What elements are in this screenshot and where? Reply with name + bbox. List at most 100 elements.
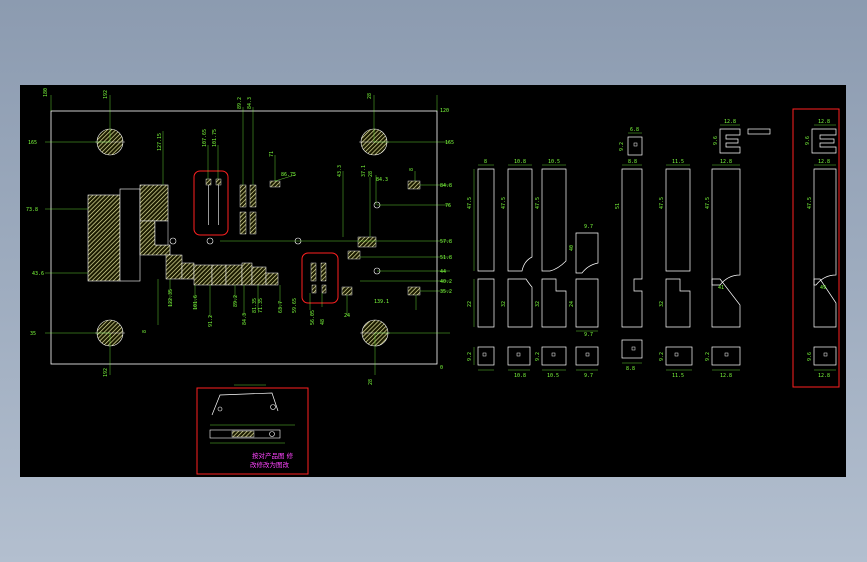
dim-top: 28 bbox=[367, 93, 373, 99]
dim-vertical: 127.15 bbox=[157, 133, 163, 151]
dim-vertical: 84.3 bbox=[247, 97, 253, 109]
dim-right: 57.8 bbox=[440, 239, 452, 245]
pierce-punch-pair-1 bbox=[193, 170, 229, 236]
dim-vertical: 28 bbox=[368, 171, 374, 177]
part-height: 22 bbox=[467, 301, 473, 307]
part-small-width: 9.7 bbox=[584, 332, 593, 338]
cad-drawing-viewport[interactable]: 180 192 28 120 165 73.8 43.6 35 165 84.8… bbox=[20, 85, 846, 477]
part-height: 47.5 bbox=[467, 197, 473, 209]
part-height: 24 bbox=[569, 301, 575, 307]
forming-block-left bbox=[87, 184, 171, 282]
dim-vertical: 89.2 bbox=[233, 295, 239, 307]
dim-vertical: 122.35 bbox=[168, 289, 174, 307]
part-small-width: 12.8 bbox=[720, 373, 732, 379]
part-width: 8.8 bbox=[628, 159, 637, 165]
part-small-height: 9.2 bbox=[535, 352, 541, 361]
part-top-label: 9.6 bbox=[713, 136, 719, 145]
part-small-height: 9.2 bbox=[467, 352, 473, 361]
dim-vertical: 56.05 bbox=[310, 310, 316, 325]
part-width: 11.5 bbox=[672, 159, 684, 165]
part-top-label: 9.2 bbox=[619, 142, 625, 151]
dim-top: 120 bbox=[440, 108, 449, 114]
part-small-width: 9.7 bbox=[584, 373, 593, 379]
dim-right: 165 bbox=[445, 140, 454, 146]
punch-row bbox=[165, 254, 279, 286]
dim-vertical: 8 bbox=[409, 168, 415, 171]
part-small-width: 10.8 bbox=[514, 373, 526, 379]
part-height: 47.5 bbox=[501, 197, 507, 209]
dim-vertical: 37.1 bbox=[361, 165, 367, 177]
part-small-width: 8.8 bbox=[626, 366, 635, 372]
dim-vertical: 63.7 bbox=[278, 301, 284, 313]
dim-vertical: 91.2 bbox=[208, 315, 214, 327]
dim-vertical: 89.2 bbox=[237, 97, 243, 109]
dim-right: 76 bbox=[445, 203, 451, 209]
part-width: 9.7 bbox=[584, 224, 593, 230]
part-top-label: 12.8 bbox=[724, 119, 736, 125]
part-small-height: 9.2 bbox=[659, 352, 665, 361]
part-height: 47.5 bbox=[659, 197, 665, 209]
dim-vertical: 101.6 bbox=[193, 295, 199, 310]
dim-right: 44 bbox=[440, 269, 446, 275]
dim-vertical: 81.35 bbox=[252, 298, 258, 313]
part-angle: 49 bbox=[820, 285, 826, 291]
part-angle: 41 bbox=[718, 285, 724, 291]
dim-right: 40.2 bbox=[440, 279, 452, 285]
dim-left: 165 bbox=[28, 140, 37, 146]
dim-vertical: 71.35 bbox=[258, 298, 264, 313]
part-small-height: 9.6 bbox=[807, 352, 813, 361]
pierce-punch-pair-2 bbox=[301, 252, 339, 304]
note-line-1: 按对产品图 修 bbox=[252, 451, 294, 460]
note-line-2: 改修改为图改 bbox=[250, 460, 290, 469]
dim-vertical: 48 bbox=[320, 319, 326, 325]
part-height: 47.5 bbox=[535, 197, 541, 209]
part-width: 12.8 bbox=[818, 159, 830, 165]
dim-right: 35.2 bbox=[440, 289, 452, 295]
dim-top: 192 bbox=[103, 90, 109, 99]
dim-vertical: 139.1 bbox=[374, 299, 389, 305]
dim-vertical: 8 bbox=[142, 330, 148, 333]
dim-top: 180 bbox=[43, 88, 49, 97]
part-height: 47.5 bbox=[807, 197, 813, 209]
dim-vertical: 24 bbox=[344, 313, 350, 319]
dim-vertical: 71 bbox=[269, 151, 275, 157]
part-height: 40 bbox=[569, 245, 575, 251]
dim-bottom: 28 bbox=[368, 379, 374, 385]
product-note-box: 按对产品图 修 改修改为图改 bbox=[196, 384, 309, 475]
dim-right: 84.8 bbox=[440, 183, 452, 189]
part-height: 32 bbox=[659, 301, 665, 307]
part-small-width: 10.5 bbox=[547, 373, 559, 379]
part-height: 51 bbox=[615, 203, 621, 209]
part-small-width: 12.8 bbox=[818, 373, 830, 379]
dim-left: 43.6 bbox=[32, 271, 44, 277]
dim-vertical: 107.65 bbox=[202, 129, 208, 147]
dim-bottom: 192 bbox=[103, 368, 109, 377]
dim-vertical: 101.75 bbox=[212, 129, 218, 147]
part-width: 10.5 bbox=[548, 159, 560, 165]
part-height: 32 bbox=[535, 301, 541, 307]
part-height: 32 bbox=[501, 301, 507, 307]
punch-detail-parts bbox=[477, 128, 837, 366]
part-top-label: 6.8 bbox=[630, 127, 639, 133]
die-plate: 180 192 28 120 165 73.8 43.6 35 165 84.8… bbox=[26, 88, 454, 385]
dim-vertical: 84.3 bbox=[242, 313, 248, 325]
dim-vertical: 43.3 bbox=[337, 165, 343, 177]
dim-right: 51.8 bbox=[440, 255, 452, 261]
part-width: 12.8 bbox=[720, 159, 732, 165]
dim-left: 73.8 bbox=[26, 207, 38, 213]
part-width: 8 bbox=[484, 159, 487, 165]
dim-left: 35 bbox=[30, 331, 36, 337]
part-small-height: 9.2 bbox=[705, 352, 711, 361]
part-top-label: 12.8 bbox=[818, 119, 830, 125]
part-height: 47.5 bbox=[705, 197, 711, 209]
dim-vertical: 84.3 bbox=[376, 177, 388, 183]
part-small-width: 11.5 bbox=[672, 373, 684, 379]
cad-drawing-canvas[interactable]: 180 192 28 120 165 73.8 43.6 35 165 84.8… bbox=[20, 85, 846, 477]
dim-vertical: 86.75 bbox=[281, 172, 296, 178]
dim-vertical: 59.65 bbox=[292, 298, 298, 313]
part-width: 10.8 bbox=[514, 159, 526, 165]
pierce-punch-stack bbox=[239, 180, 281, 235]
dim-right: 0 bbox=[440, 365, 443, 371]
part-top-label: 9.6 bbox=[805, 136, 811, 145]
highlight-frame bbox=[792, 108, 840, 388]
